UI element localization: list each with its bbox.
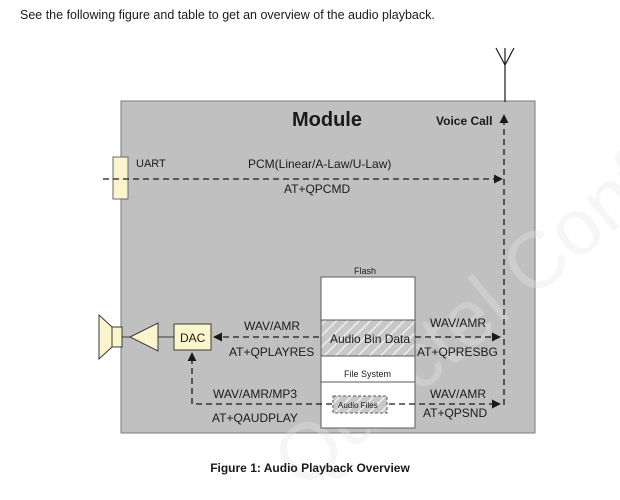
audio-files-label: Audio Files — [338, 401, 378, 410]
voice-call-label: Voice Call — [436, 114, 492, 128]
right-wav-amr-bottom-label: WAV/AMR — [430, 387, 486, 401]
qpcmd-label: AT+QPCMD — [284, 182, 350, 196]
uart-label: UART — [136, 158, 166, 170]
figure-caption: Figure 1: Audio Playback Overview — [210, 461, 410, 475]
wav-amr-mp3-label: WAV/AMR/MP3 — [213, 387, 297, 401]
pcm-label: PCM(Linear/A-Law/U-Law) — [248, 157, 391, 171]
qplayres-label: AT+QPLAYRES — [229, 345, 314, 359]
module-title: Module — [292, 109, 362, 131]
dac-box — [173, 323, 212, 351]
qaudplay-label: AT+QAUDPLAY — [212, 411, 298, 425]
speaker-icon — [98, 313, 123, 361]
audio-bin-data-box — [320, 319, 416, 357]
left-wav-amr-label: WAV/AMR — [244, 319, 300, 333]
uart-port — [112, 156, 129, 200]
flash-label: Flash — [354, 266, 376, 276]
qpsnd-label: AT+QPSND — [423, 406, 487, 420]
right-wav-amr-top-label: WAV/AMR — [430, 316, 486, 330]
qaudplay-arrow — [187, 352, 332, 405]
file-system-label: File System — [344, 369, 391, 379]
dac-label: DAC — [180, 331, 206, 345]
audio-files-box — [332, 395, 388, 414]
qpresbg-label: AT+QPRESBG — [417, 345, 498, 359]
intro-text: See the following figure and table to ge… — [20, 8, 435, 22]
audio-bin-data-label: Audio Bin Data — [330, 332, 410, 346]
antenna-icon — [495, 47, 515, 102]
